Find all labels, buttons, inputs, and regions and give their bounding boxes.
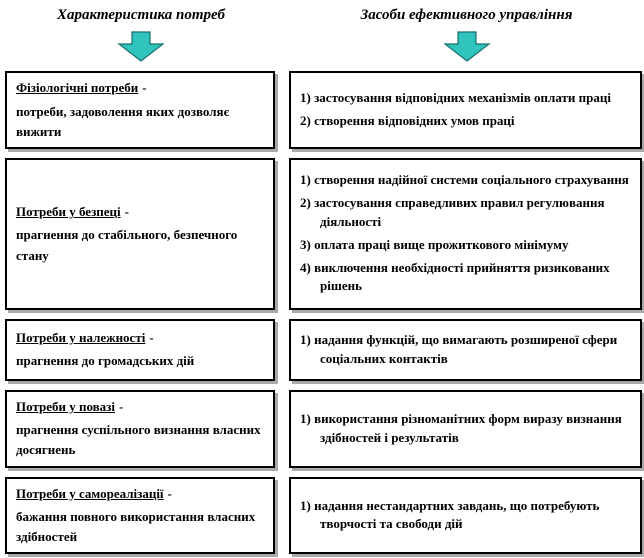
left-column-header: Характеристика потреб (57, 7, 225, 23)
need-title: Потреби у повазі (16, 398, 115, 414)
need-box: Потреби у безпеці- прагнення до стабільн… (5, 157, 275, 310)
tool-item: 1) використання різноманітних форм вираз… (300, 410, 622, 445)
need-dash: - (167, 485, 172, 501)
row-safety: Потреби у безпеці- прагнення до стабільн… (5, 157, 642, 310)
tools-box: 1) створення надійної системи соціальног… (289, 157, 642, 310)
need-title: Потреби у самореалізації (16, 485, 164, 501)
tool-item: 1) застосування відповідних механізмів о… (300, 90, 611, 106)
down-arrow-shape (117, 31, 165, 62)
tool-item: 1) створення надійної системи соціальног… (300, 172, 629, 188)
tool-item: 2) застосування справедливих правил регу… (300, 195, 605, 229)
need-title: Потреби у безпеці (16, 203, 121, 219)
arrow-row (5, 31, 639, 62)
tool-item: 4) виключення необхідності прийняття риз… (300, 259, 610, 294)
need-dash: - (149, 329, 154, 345)
need-dash: - (119, 398, 124, 414)
need-description: прагнення суспільного визнання власних д… (16, 422, 261, 458)
need-description: потреби, задоволення яких дозволяє вижит… (16, 103, 230, 139)
need-dash: - (142, 80, 147, 95)
need-title-line: Фізіологічні потреби- (16, 78, 263, 98)
row-esteem: Потреби у повазі- прагнення суспільного … (5, 389, 642, 468)
tool-item: 3) оплата праці вище прожиткового мініму… (300, 236, 569, 252)
tools-box: 1) використання різноманітних форм вираз… (289, 389, 642, 468)
need-description: бажання повного використання власних зді… (16, 509, 256, 545)
need-box: Потреби у самореалізації- бажання повног… (5, 476, 275, 555)
need-dash: - (124, 203, 130, 219)
need-box: Потреби у належності- прагнення до грома… (5, 318, 275, 381)
tools-box: 1) надання нестандартних завдань, що пот… (289, 476, 642, 555)
down-arrow-shape (442, 31, 491, 62)
right-arrow-cell (289, 31, 644, 62)
need-box: Потреби у повазі- прагнення суспільного … (5, 389, 275, 468)
need-title-line: Потреби у самореалізації- (16, 484, 263, 504)
tool-item: 1) надання функцій, що вимагають розшире… (300, 331, 618, 366)
tools-box: 1) застосування відповідних механізмів о… (289, 71, 642, 149)
down-arrow-icon (442, 31, 491, 62)
row-belonging: Потреби у належності- прагнення до грома… (5, 318, 642, 381)
need-title-line: Потреби у належності- (16, 328, 263, 348)
need-box: Фізіологічні потреби- потреби, задоволен… (5, 71, 275, 149)
need-title-line: Потреби у повазі- (16, 397, 263, 417)
row-self-actualization: Потреби у самореалізації- бажання повног… (5, 476, 642, 555)
row-physiological: Фізіологічні потреби- потреби, задоволен… (5, 71, 642, 149)
down-arrow-icon (117, 31, 165, 62)
right-column-header: Засоби ефективного управління (360, 7, 573, 23)
tool-item: 2) створення відповідних умов праці (300, 112, 515, 128)
need-title: Фізіологічні потреби (16, 80, 139, 95)
need-title: Потреби у належності (16, 329, 146, 345)
need-description: прагнення до громадських дій (16, 353, 195, 369)
column-headers: Характеристика потреб Засоби ефективного… (5, 6, 639, 24)
need-title-line: Потреби у безпеці- (16, 202, 263, 222)
left-arrow-cell (5, 31, 277, 62)
need-description: прагнення до стабільного, безпечного ста… (16, 227, 238, 263)
tool-item: 1) надання нестандартних завдань, що пот… (300, 497, 600, 532)
tools-box: 1) надання функцій, що вимагають розшире… (289, 318, 642, 381)
